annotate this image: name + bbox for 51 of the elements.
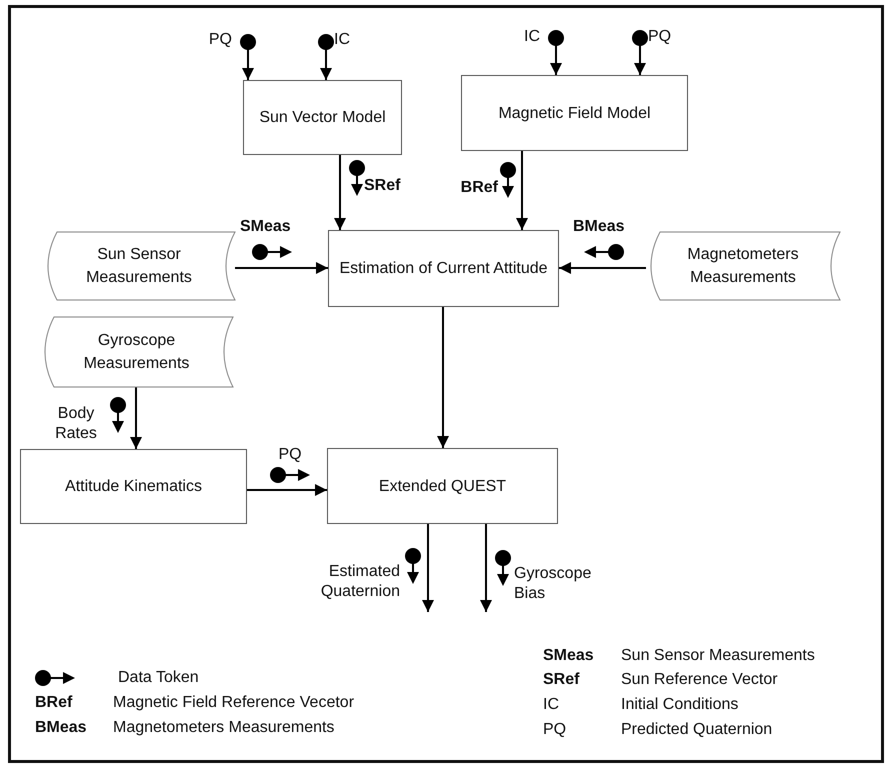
abbreviation-meaning: Initial Conditions (621, 695, 738, 715)
abbreviation-meaning: Magnetometers Measurements (113, 718, 334, 738)
edge-label: Gyroscope Bias (514, 564, 592, 604)
node-label: Sun Vector Model (259, 108, 386, 128)
node-label: Magnetometers Measurements (686, 245, 800, 288)
data-token-arrow (632, 30, 648, 75)
abbreviation-meaning: IC (543, 695, 559, 715)
abbreviation: BRef (35, 693, 72, 713)
legend-label: Data Token (118, 668, 199, 688)
edge-label: PQ (277, 445, 303, 465)
edge-label: IC (334, 30, 351, 50)
arrow (422, 524, 434, 612)
abbreviation-meaning: Predicted Quaternion (621, 720, 772, 740)
process-box (20, 449, 247, 524)
edge-label: IC (523, 27, 540, 47)
edge-label: SRef (364, 176, 402, 196)
abbreviation-meaning: Magnetic Field Reference Vecetor (113, 693, 354, 713)
arrow (516, 151, 528, 230)
arrow (559, 262, 646, 274)
process-box (461, 75, 688, 151)
node-label: Estimation of Current Attitude (339, 259, 548, 279)
abbreviation: SRef (543, 670, 580, 690)
arrow (480, 524, 492, 612)
edge-label: SMeas (240, 217, 292, 237)
process-box (327, 448, 558, 524)
abbreviation-meaning: Sun Reference Vector (621, 670, 778, 690)
edge-label: Estimated Quaternion (320, 562, 400, 602)
abbreviation-meaning: PQ (543, 720, 566, 740)
data-token-arrow (318, 34, 334, 80)
node-label: Magnetic Field Model (498, 104, 651, 124)
arrow (247, 484, 327, 496)
data-token-arrow (548, 30, 564, 75)
node-label: Sun Sensor Measurements (85, 245, 193, 288)
edge-label: BMeas (573, 217, 626, 237)
process-box (328, 230, 559, 307)
data-token-arrow (240, 34, 256, 80)
edge-label: PQ (648, 27, 672, 47)
arrow (334, 155, 346, 230)
abbreviation: SMeas (543, 646, 594, 666)
arrow (235, 262, 328, 274)
node-label: Gyroscope Measurements (82, 331, 190, 374)
arrow (130, 387, 142, 449)
abbreviation: BMeas (35, 718, 87, 738)
arrow (437, 307, 449, 448)
node-label: Extended QUEST (378, 476, 506, 496)
edge-label: BRef (460, 178, 498, 198)
node-label: Attitude Kinematics (65, 477, 202, 497)
edge-label: Body Rates (54, 404, 98, 444)
abbreviation-meaning: Sun Sensor Measurements (621, 646, 815, 666)
edge-label: PQ (208, 30, 232, 50)
process-box (243, 80, 402, 155)
